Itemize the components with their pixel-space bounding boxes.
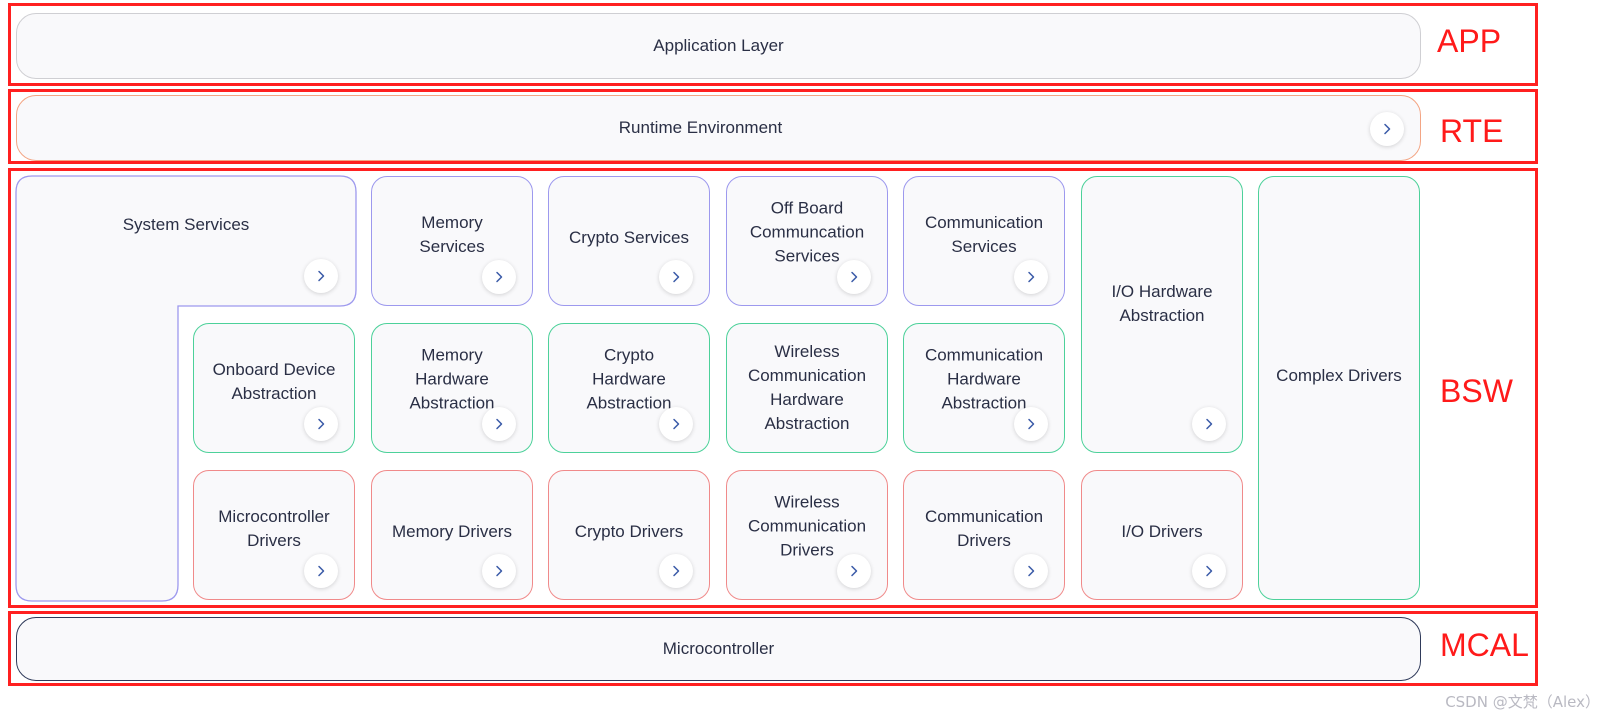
communication-services-box[interactable]: Communication Services — [903, 176, 1065, 306]
application-layer-box[interactable]: Application Layer — [16, 13, 1421, 79]
communication-hardware-abstraction-box[interactable]: Communication Hardware Abstraction — [903, 323, 1065, 453]
chevron-right-icon[interactable] — [1014, 260, 1048, 294]
microcontroller-drivers-label: Microcontroller Drivers — [218, 507, 330, 551]
chevron-right-icon[interactable] — [304, 407, 338, 441]
microcontroller-box[interactable]: Microcontroller — [16, 617, 1421, 681]
chevron-right-icon[interactable] — [1014, 407, 1048, 441]
memory-services-box[interactable]: Memory Services — [371, 176, 533, 306]
bsw-tag: BSW — [1440, 373, 1513, 409]
chevron-right-icon[interactable] — [837, 554, 871, 588]
io-hardware-abstraction-label: I/O Hardware Abstraction — [1111, 281, 1213, 325]
io-hardware-abstraction-box[interactable]: I/O Hardware Abstraction — [1081, 176, 1243, 453]
memory-services-label: Memory Services — [419, 213, 485, 257]
memory-drivers-label: Memory Drivers — [392, 522, 512, 542]
memory-hardware-abstraction-box[interactable]: Memory Hardware Abstraction — [371, 323, 533, 453]
rte-layer-frame — [8, 89, 1538, 164]
crypto-hardware-abstraction-box[interactable]: Crypto Hardware Abstraction — [548, 323, 710, 453]
communication-hardware-abstraction-label: Communication Hardware Abstraction — [924, 345, 1044, 413]
wireless-communication-drivers-label: Wireless Communication Drivers — [747, 492, 867, 560]
complex-drivers-label: Complex Drivers — [1276, 366, 1402, 385]
communication-drivers-label: Communication Drivers — [924, 507, 1044, 551]
communication-services-label: Communication Services — [924, 213, 1044, 257]
chevron-right-icon[interactable] — [482, 407, 516, 441]
app-tag: APP — [1437, 23, 1502, 59]
crypto-services-box[interactable]: Crypto Services — [548, 176, 710, 306]
wireless-communication-drivers-box[interactable]: Wireless Communication Drivers — [726, 470, 888, 600]
chevron-right-icon[interactable] — [1014, 554, 1048, 588]
chevron-right-icon[interactable] — [482, 554, 516, 588]
microcontroller-label: Microcontroller — [662, 639, 775, 658]
offboard-communication-services-box[interactable]: Off Board Communcation Services — [726, 176, 888, 306]
io-drivers-label: I/O Drivers — [1121, 522, 1203, 542]
crypto-hardware-abstraction-label: Crypto Hardware Abstraction — [586, 345, 672, 413]
chevron-right-icon[interactable] — [1370, 112, 1404, 146]
onboard-device-abstraction-box[interactable]: Onboard Device Abstraction — [193, 323, 355, 453]
mcal-layer-frame — [8, 611, 1538, 686]
chevron-right-icon[interactable] — [304, 259, 338, 293]
chevron-right-icon[interactable] — [304, 554, 338, 588]
onboard-device-abstraction-label: Onboard Device Abstraction — [212, 360, 336, 404]
offboard-communication-services-label: Off Board Communcation Services — [749, 198, 865, 266]
mcal-tag: MCAL — [1440, 627, 1529, 663]
wireless-communication-hardware-abstraction-box[interactable]: Wireless Communication Hardware Abstract… — [726, 323, 888, 453]
bsw-layer-frame — [8, 168, 1538, 608]
memory-hardware-abstraction-label: Memory Hardware Abstraction — [409, 345, 495, 413]
chevron-right-icon[interactable] — [1192, 407, 1226, 441]
chevron-right-icon[interactable] — [659, 407, 693, 441]
io-drivers-box[interactable]: I/O Drivers — [1081, 470, 1243, 600]
chevron-right-icon[interactable] — [837, 260, 871, 294]
runtime-environment-label: Runtime Environment — [618, 118, 783, 137]
chevron-right-icon[interactable] — [659, 554, 693, 588]
memory-drivers-box[interactable]: Memory Drivers — [371, 470, 533, 600]
crypto-drivers-box[interactable]: Crypto Drivers — [548, 470, 710, 600]
crypto-drivers-label: Crypto Drivers — [574, 522, 684, 542]
wireless-communication-hardware-abstraction-label: Wireless Communication Hardware Abstract… — [747, 342, 867, 433]
complex-drivers-box[interactable]: Complex Drivers — [1258, 176, 1420, 600]
runtime-environment-box[interactable]: Runtime Environment — [16, 95, 1421, 161]
system-services-label: System Services — [122, 215, 250, 234]
system-services-box[interactable]: System Services — [16, 176, 356, 306]
microcontroller-drivers-box[interactable]: Microcontroller Drivers — [193, 470, 355, 600]
chevron-right-icon[interactable] — [482, 260, 516, 294]
chevron-right-icon[interactable] — [1192, 554, 1226, 588]
chevron-right-icon[interactable] — [659, 260, 693, 294]
rte-tag: RTE — [1440, 113, 1504, 149]
communication-drivers-box[interactable]: Communication Drivers — [903, 470, 1065, 600]
application-layer-label: Application Layer — [653, 36, 784, 55]
csdn-watermark: CSDN @文梵（Alex） — [1445, 693, 1600, 711]
app-layer-frame — [8, 3, 1538, 86]
crypto-services-label: Crypto Services — [569, 228, 689, 248]
